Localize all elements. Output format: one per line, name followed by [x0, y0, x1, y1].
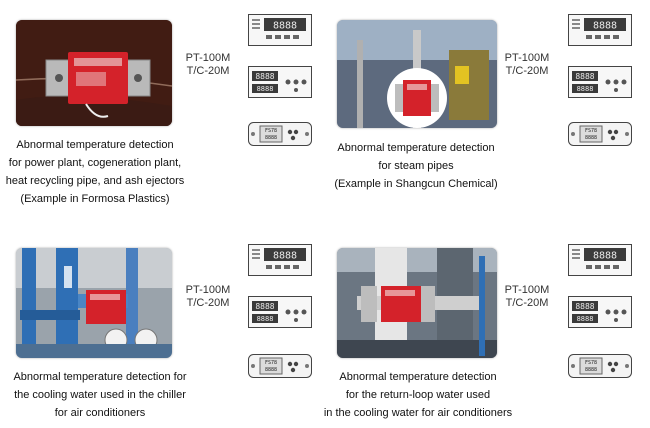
- svg-text:8888: 8888: [265, 367, 277, 373]
- controller-device-small-meter: FS78 8888: [568, 118, 632, 150]
- controller-device-small-meter: FS78 8888: [568, 350, 632, 382]
- svg-text:8888: 8888: [593, 251, 617, 262]
- svg-text:FS78: FS78: [265, 128, 277, 134]
- controller-device-dual-display: 8888 8888: [568, 66, 632, 98]
- return-loop-caption: Abnormal temperature detection for the r…: [323, 371, 513, 419]
- controller-device-dual-display: 8888 8888: [568, 296, 632, 328]
- svg-text:8888: 8888: [265, 135, 277, 141]
- controller-device-dual-display: 8888 8888: [248, 296, 312, 328]
- svg-text:8888: 8888: [593, 21, 617, 32]
- controller-device-big-display: 8888: [248, 244, 312, 276]
- svg-text:8888: 8888: [577, 315, 594, 323]
- power-plant-model-label: PT-100M T/C-20M: [185, 52, 231, 77]
- svg-text:8888: 8888: [257, 315, 274, 323]
- svg-text:FS78: FS78: [585, 128, 597, 134]
- svg-text:FS78: FS78: [265, 360, 277, 366]
- svg-text:8888: 8888: [575, 302, 594, 311]
- chiller-caption: Abnormal temperature detection for the c…: [13, 371, 187, 419]
- chiller-photo: [16, 248, 172, 358]
- return-loop-photo: [337, 248, 497, 358]
- svg-text:8888: 8888: [577, 85, 594, 93]
- controller-device-big-display: 8888: [568, 14, 632, 46]
- svg-text:8888: 8888: [255, 72, 274, 81]
- steam-pipes-caption: Abnormal temperature detection for steam…: [334, 142, 498, 190]
- controller-device-big-display: 8888: [248, 14, 312, 46]
- svg-text:8888: 8888: [273, 251, 297, 262]
- svg-text:8888: 8888: [585, 367, 597, 373]
- power-plant-caption: Abnormal temperature detection for power…: [5, 139, 185, 205]
- controller-device-dual-display: 8888 8888: [248, 66, 312, 98]
- svg-text:8888: 8888: [273, 21, 297, 32]
- svg-text:8888: 8888: [257, 85, 274, 93]
- steam-pipes-photo: [337, 20, 497, 128]
- steam-pipes-model-label: PT-100M T/C-20M: [504, 52, 550, 77]
- chiller-model-label: PT-100M T/C-20M: [185, 284, 231, 309]
- svg-text:8888: 8888: [585, 135, 597, 141]
- svg-text:8888: 8888: [575, 72, 594, 81]
- controller-device-big-display: 8888: [568, 244, 632, 276]
- svg-text:FS78: FS78: [585, 360, 597, 366]
- svg-text:8888: 8888: [255, 302, 274, 311]
- controller-device-small-meter: FS78 8888: [248, 350, 312, 382]
- power-plant-photo: [16, 20, 172, 126]
- return-loop-model-label: PT-100M T/C-20M: [504, 284, 550, 309]
- controller-device-small-meter: FS78 8888: [248, 118, 312, 150]
